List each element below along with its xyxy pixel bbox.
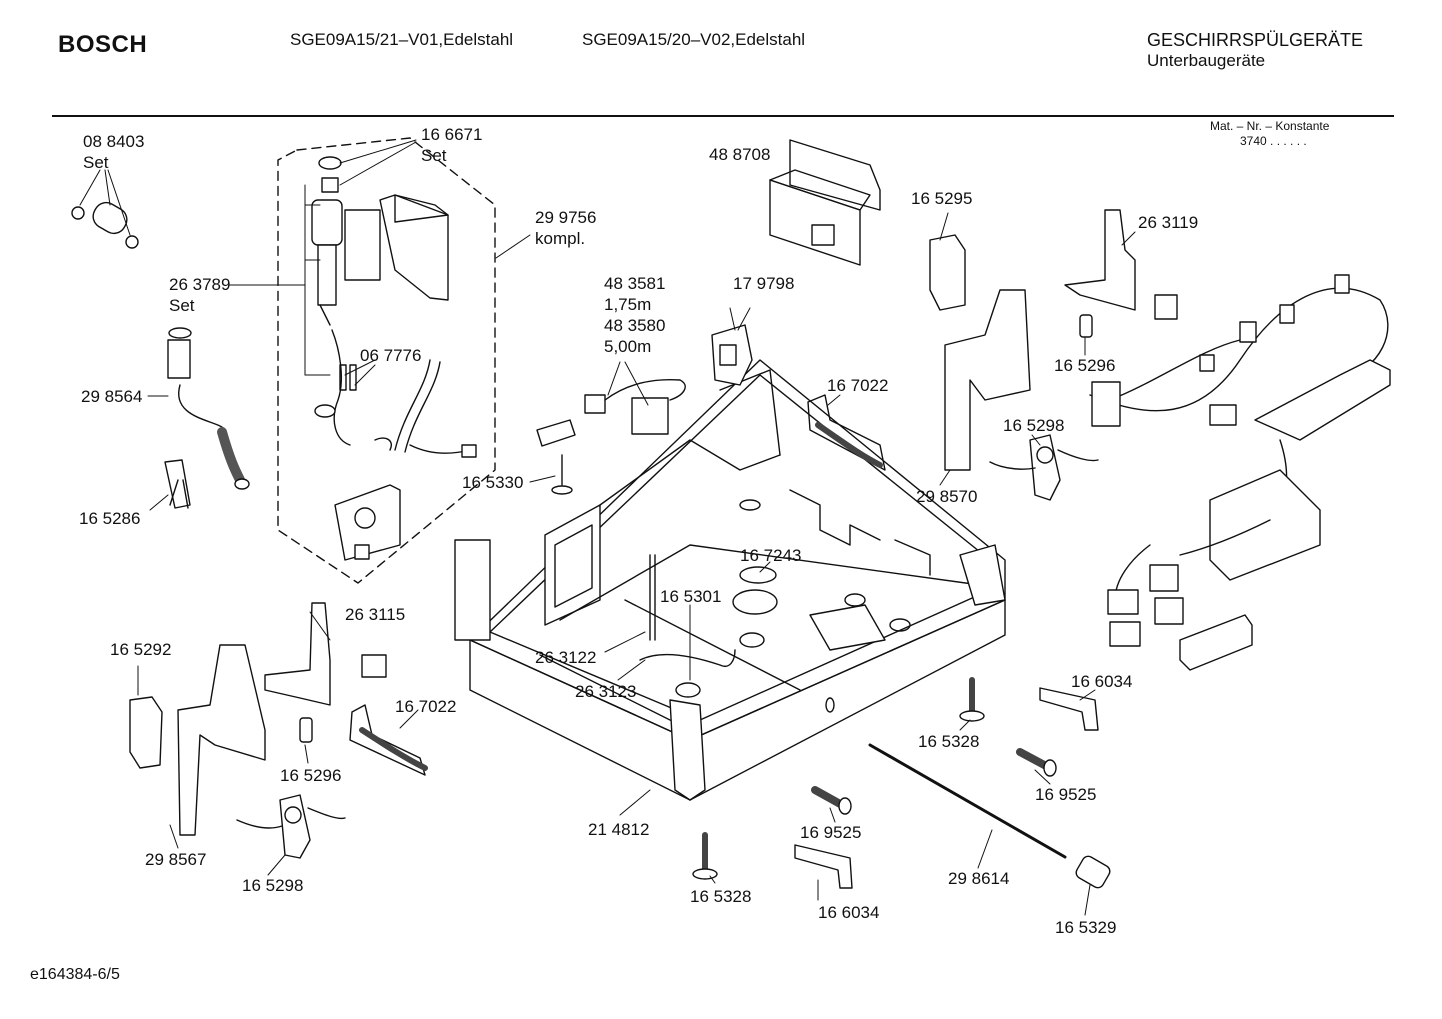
part-pressure-sensor-lower bbox=[236, 794, 346, 859]
label-167243: 16 7243 bbox=[740, 546, 802, 565]
label-067776: 06 7776 bbox=[360, 346, 422, 365]
part-left-bracket bbox=[129, 644, 266, 836]
part-bracket-263115 bbox=[264, 602, 387, 706]
label-167022-upper: 16 7022 bbox=[827, 376, 889, 395]
label-165298-upper: 16 5298 bbox=[1003, 416, 1065, 435]
label-488708: 48 8708 bbox=[709, 145, 771, 164]
part-heater-bracket-upper bbox=[807, 394, 886, 471]
header-divider bbox=[52, 115, 1394, 117]
part-sensor-wires bbox=[639, 649, 736, 698]
label-165292: 16 5292 bbox=[110, 640, 172, 659]
part-rod bbox=[868, 743, 1067, 859]
model-number-2: SGE09A15/20–V02,Edelstahl bbox=[582, 30, 806, 49]
appliance-subcategory: Unterbaugeräte bbox=[1147, 51, 1266, 70]
part-control-module bbox=[769, 139, 881, 266]
appliance-category: GESCHIRRSPÜLGERÄTE bbox=[1147, 30, 1364, 50]
model-number-1: SGE09A15/21–V01,Edelstahl bbox=[290, 30, 514, 49]
label-167022-lower: 16 7022 bbox=[395, 697, 457, 716]
part-right-bracket bbox=[929, 234, 1031, 471]
part-screw-169525-left bbox=[811, 786, 852, 815]
label-169525-left: 16 9525 bbox=[800, 823, 862, 842]
label-165296-lower: 16 5296 bbox=[280, 766, 342, 785]
part-sensor-housing bbox=[334, 484, 401, 561]
label-165330: 16 5330 bbox=[462, 473, 524, 492]
part-screw-165328-left bbox=[692, 832, 718, 880]
drawing-code: e164384-6/5 bbox=[30, 966, 120, 983]
label-165296-upper: 16 5296 bbox=[1054, 356, 1116, 375]
material-number-label: Mat. – Nr. – Konstante bbox=[1210, 119, 1330, 133]
label-165328-right: 16 5328 bbox=[918, 732, 980, 751]
material-number-value: 3740 . . . . . . bbox=[1240, 134, 1307, 148]
part-screw-169525-right bbox=[1016, 748, 1057, 777]
part-end-cap bbox=[1075, 855, 1111, 889]
label-298570: 29 8570 bbox=[916, 487, 978, 506]
part-power-cable bbox=[584, 378, 686, 435]
leader-lines bbox=[79, 139, 1136, 916]
part-drain-hose-coil bbox=[374, 359, 477, 458]
label-165286: 16 5286 bbox=[79, 509, 141, 528]
part-inlet-valve bbox=[311, 156, 449, 446]
label-169525-right: 16 9525 bbox=[1035, 785, 1097, 804]
part-small-block bbox=[536, 419, 576, 495]
part-heater-bracket-lower bbox=[349, 704, 428, 776]
label-179798: 17 9798 bbox=[733, 274, 795, 293]
label-165298-lower: 16 5298 bbox=[242, 876, 304, 895]
label-263119: 26 3119 bbox=[1138, 213, 1199, 232]
part-spring-hose bbox=[167, 327, 250, 490]
brand-logo-text: BOSCH bbox=[58, 31, 148, 58]
part-hose-clamp-set bbox=[71, 201, 139, 249]
assembly-outline-dashed bbox=[277, 137, 496, 584]
part-sump-seal bbox=[732, 566, 778, 648]
part-wiring-harness bbox=[1089, 274, 1391, 671]
part-bracket-263119 bbox=[1064, 209, 1136, 311]
label-214812: 21 4812 bbox=[588, 820, 650, 839]
part-comb-166034-left bbox=[794, 844, 853, 889]
label-263115: 26 3115 bbox=[345, 605, 406, 624]
label-298567: 29 8567 bbox=[145, 850, 207, 869]
part-clip bbox=[164, 459, 191, 509]
part-door-switch bbox=[711, 324, 753, 386]
label-263123: 26 3123 bbox=[575, 682, 637, 701]
label-165328-left: 16 5328 bbox=[690, 887, 752, 906]
part-small-clip-upper bbox=[1079, 314, 1093, 338]
part-pressure-sensor-upper bbox=[989, 434, 1099, 501]
part-comb-166034-right bbox=[1039, 687, 1099, 731]
label-298564: 29 8564 bbox=[81, 387, 143, 406]
label-165329: 16 5329 bbox=[1055, 918, 1117, 937]
part-connector-block bbox=[1154, 294, 1178, 320]
label-263122: 26 3122 bbox=[535, 648, 597, 667]
part-small-clip-lower bbox=[299, 717, 313, 743]
label-165295: 16 5295 bbox=[911, 189, 973, 208]
label-166034-left: 16 6034 bbox=[818, 903, 880, 922]
label-166034-right: 16 6034 bbox=[1071, 672, 1133, 691]
part-screw-165328-right bbox=[959, 677, 985, 722]
base-tub-part bbox=[454, 359, 1006, 801]
label-165301: 16 5301 bbox=[660, 587, 722, 606]
label-298614: 29 8614 bbox=[948, 869, 1010, 888]
